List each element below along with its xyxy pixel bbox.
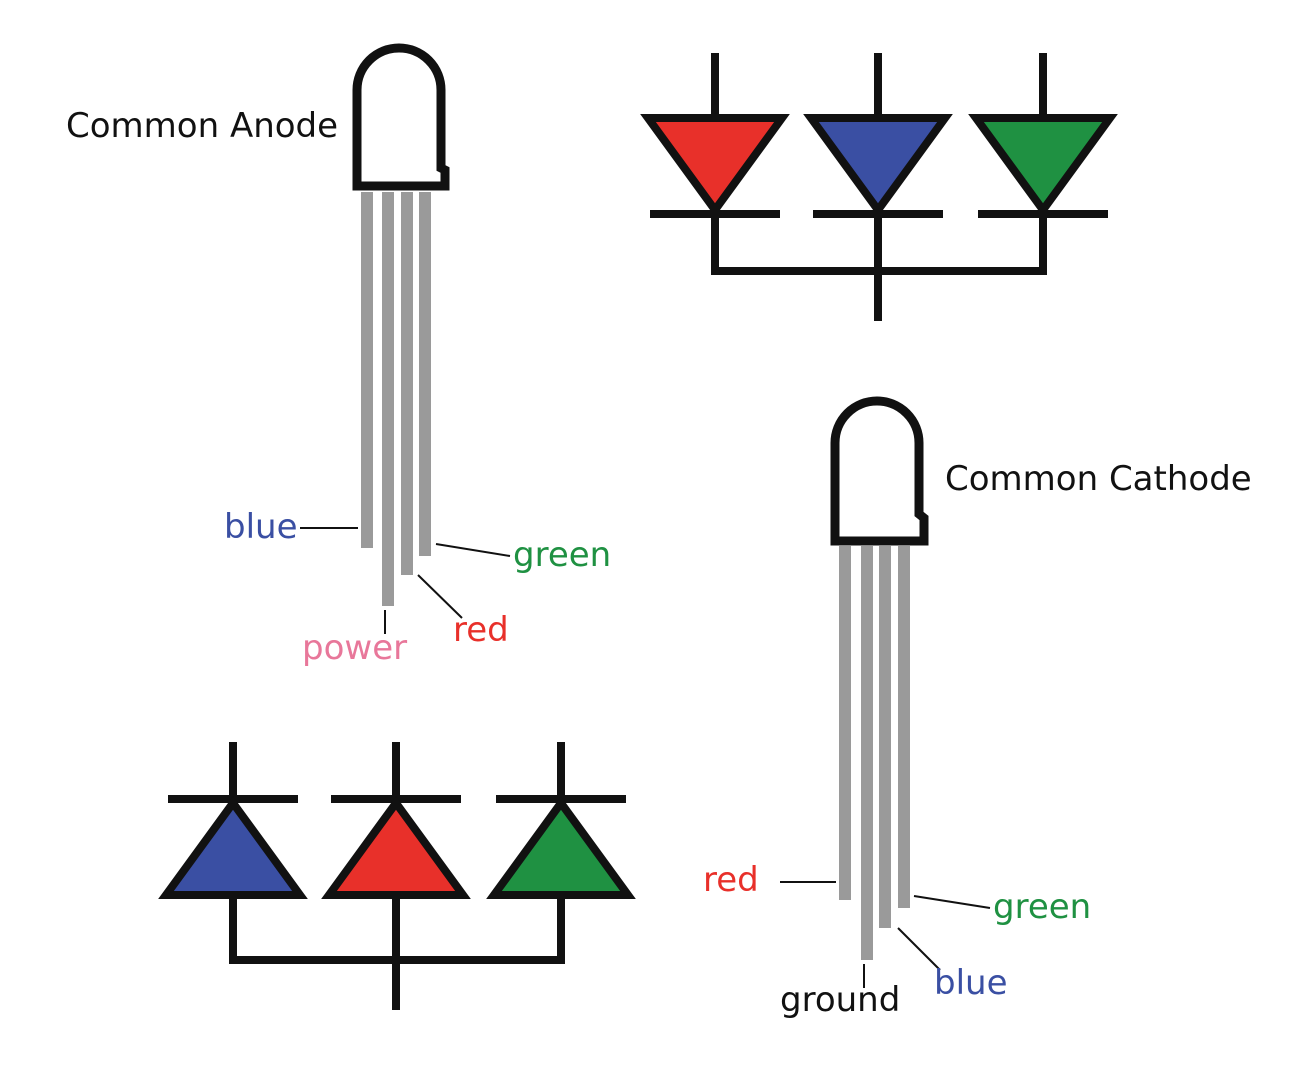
cathode-lead-red <box>839 546 851 900</box>
cathode-diode-blue <box>158 796 308 899</box>
common-cathode-led-body <box>830 396 929 546</box>
cathode-lead-blue <box>879 546 891 928</box>
cathode-green-leader <box>913 895 991 909</box>
cathode-label-green: green <box>993 887 1091 927</box>
common-anode-led: Common Anode blue power red green <box>66 43 611 668</box>
anode-green-leader <box>435 543 511 557</box>
cathode-label-blue: blue <box>934 963 1008 1003</box>
anode-lead-red <box>401 192 413 575</box>
anode-diode-blue <box>803 114 953 217</box>
common-cathode-led: Common Cathode red ground blue green <box>703 396 1252 1020</box>
cathode-diode-red <box>321 796 471 899</box>
anode-diode-red <box>640 114 790 217</box>
common-cathode-schematic <box>158 742 636 1010</box>
anode-diode-green <box>968 114 1118 217</box>
cathode-blue-leader <box>897 927 941 971</box>
anode-lead-power <box>382 192 394 606</box>
common-anode-title: Common Anode <box>66 106 338 146</box>
anode-lead-blue <box>361 192 373 548</box>
cathode-lead-green <box>898 546 910 908</box>
anode-label-power: power <box>302 628 407 668</box>
cathode-label-red: red <box>703 860 759 900</box>
anode-lead-green <box>419 192 431 556</box>
common-anode-schematic <box>640 53 1118 321</box>
common-cathode-title: Common Cathode <box>945 459 1252 499</box>
common-anode-led-body <box>352 43 450 191</box>
anode-label-green: green <box>513 535 611 575</box>
cathode-label-ground: ground <box>780 980 900 1020</box>
anode-label-red: red <box>453 610 509 650</box>
cathode-lead-ground <box>861 546 873 960</box>
cathode-diode-green <box>486 796 636 899</box>
anode-label-blue: blue <box>224 507 298 547</box>
anode-red-leader <box>417 574 463 619</box>
